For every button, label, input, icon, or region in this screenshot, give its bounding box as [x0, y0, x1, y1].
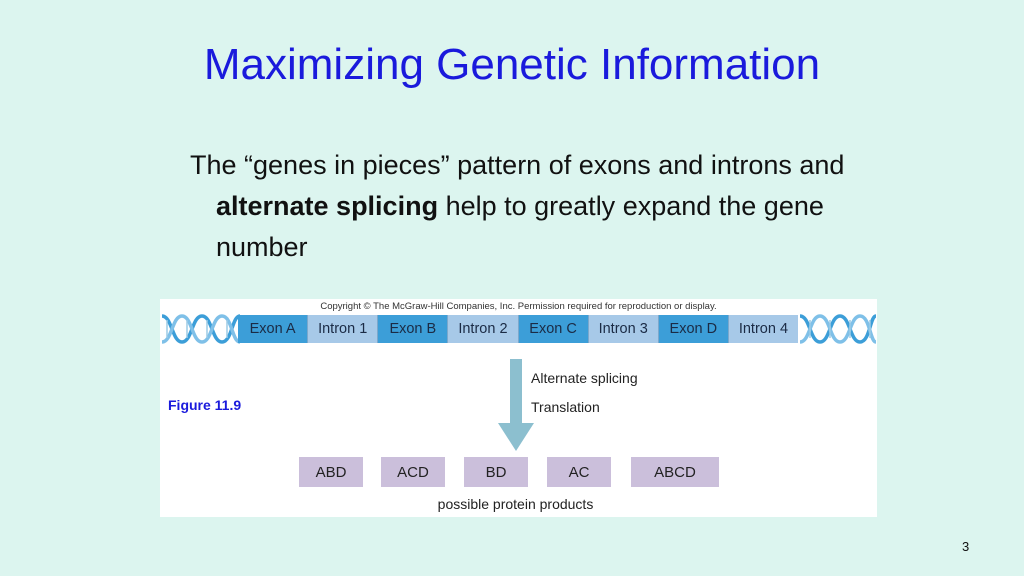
figure-label: Figure 11.9	[168, 397, 242, 413]
dna-helix-left-icon	[162, 314, 240, 344]
step-label-translation: Translation	[531, 399, 600, 415]
step-label-alternate-splicing: Alternate splicing	[531, 370, 638, 386]
gene-segment-exon-c: Exon C	[518, 315, 589, 343]
dna-helix-right-icon	[800, 314, 876, 344]
bullet-text-bold: alternate splicing	[216, 191, 439, 221]
bullet-text-part1: The “genes in pieces” pattern of exons a…	[190, 150, 845, 180]
protein-product-bd: BD	[464, 457, 528, 487]
gene-segment-intron-4: Intron 4	[728, 315, 798, 343]
products-caption: possible protein products	[437, 496, 594, 512]
gene-segment-intron-1: Intron 1	[308, 315, 379, 343]
slide-title: Maximizing Genetic Information	[203, 40, 821, 89]
gene-segment-intron-2: Intron 2	[448, 315, 519, 343]
down-arrow-icon	[498, 359, 534, 451]
gene-segment-exon-d: Exon D	[658, 315, 729, 343]
gene-segment-exon-a: Exon A	[238, 315, 309, 343]
gene-segment-exon-b: Exon B	[378, 315, 449, 343]
protein-product-abd: ABD	[299, 457, 363, 487]
bullet-text-part2: help to greatly expand the gene number	[216, 191, 824, 262]
figure-panel: Copyright © The McGraw-Hill Companies, I…	[160, 299, 877, 517]
gene-segment-intron-3: Intron 3	[588, 315, 659, 343]
protein-product-ac: AC	[547, 457, 611, 487]
copyright-notice: Copyright © The McGraw-Hill Companies, I…	[320, 301, 717, 312]
bullet-text: The “genes in pieces” pattern of exons a…	[190, 145, 896, 268]
protein-product-abcd: ABCD	[631, 457, 719, 487]
slide-number: 3	[962, 539, 970, 554]
protein-product-acd: ACD	[381, 457, 445, 487]
